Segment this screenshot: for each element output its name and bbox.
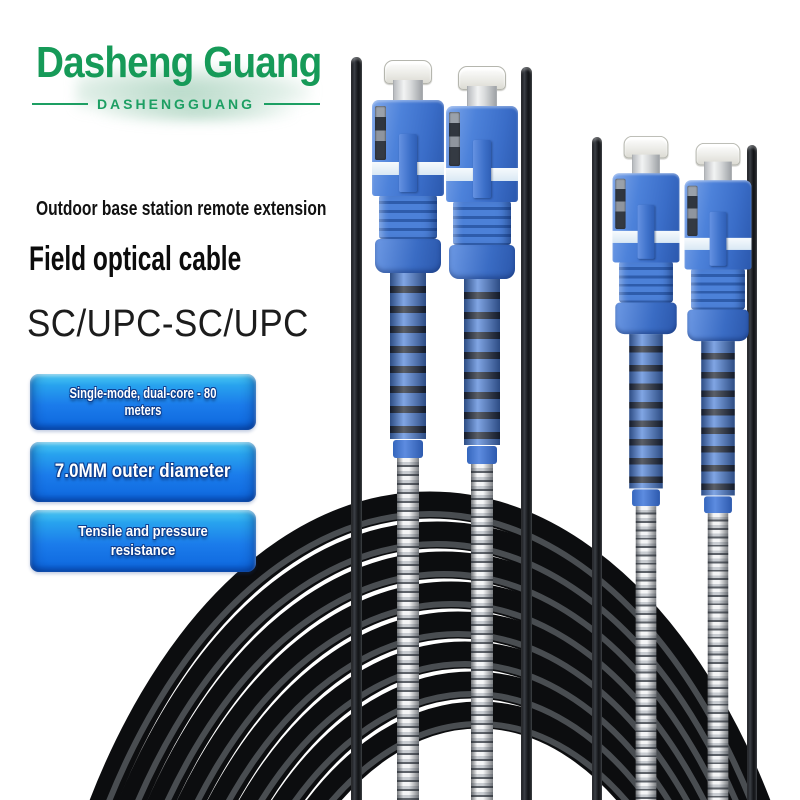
tagline-rule-left (31, 103, 88, 105)
kicker-text: Outdoor base station remote extension (36, 198, 327, 220)
feature-badge-resistance: Tensile and pressure resistance (30, 510, 256, 572)
boot-endcap (704, 496, 732, 514)
connector-boot (615, 302, 677, 335)
strain-relief (701, 341, 735, 496)
connector-body (446, 106, 518, 202)
fiber-drop-cable (351, 57, 362, 800)
armored-spring (471, 464, 493, 800)
armored-spring (635, 506, 657, 800)
strain-relief (390, 273, 426, 439)
fiber-drop-cable (521, 67, 532, 800)
sc-connector (446, 66, 518, 800)
connector-boot (449, 245, 515, 279)
armored-spring (397, 458, 419, 800)
connector-keytab (399, 134, 417, 192)
feature-badge-mode: Single-mode, dual-core - 80 meters (30, 374, 256, 430)
brand-name: Dasheng Guang (36, 38, 322, 87)
feature-badge-label: 7.0MM outer diameter (55, 461, 231, 482)
sc-connector (684, 143, 752, 800)
connector-grip (453, 201, 511, 245)
strain-relief (464, 279, 500, 445)
tagline-rule-right (264, 103, 321, 105)
connector-spec: SC/UPC-SC/UPC (27, 303, 309, 345)
armored-spring (707, 513, 729, 800)
boot-endcap (632, 489, 660, 507)
brand-logo: Dasheng Guang DASHENGGUANG (31, 38, 336, 126)
dust-cap (384, 60, 432, 84)
connector-body (684, 180, 752, 270)
connector-body (612, 173, 680, 263)
feature-badge-diameter: 7.0MM outer diameter (30, 442, 256, 502)
connector-latch (449, 112, 460, 166)
brand-tagline-row: DASHENGGUANG (31, 96, 321, 112)
connector-latch (615, 178, 626, 229)
boot-endcap (393, 440, 423, 458)
connector-keytab (637, 204, 655, 259)
logo-watercolor-smear (96, 100, 296, 126)
brand-tagline: DASHENGGUANG (96, 96, 256, 112)
fiber-drop-cable (592, 137, 602, 800)
feature-badge-label: Single-mode, dual-core - 80 meters (69, 385, 217, 419)
connector-boot (375, 239, 441, 273)
connector-keytab (473, 140, 491, 198)
strain-relief (629, 334, 663, 489)
connector-grip (691, 268, 745, 310)
connector-latch (375, 106, 386, 160)
connector-boot (687, 309, 749, 342)
sc-connector (372, 60, 444, 800)
sc-connector (612, 136, 680, 800)
connector-body (372, 100, 444, 196)
feature-badge-label: Tensile and pressure resistance (78, 522, 208, 560)
connector-latch (687, 185, 698, 236)
boot-endcap (467, 446, 497, 464)
connector-keytab (709, 211, 727, 266)
connector-grip (619, 261, 673, 303)
connector-grip (379, 195, 437, 239)
product-title: Field optical cable (29, 240, 242, 278)
fiber-drop-cable (747, 145, 757, 800)
